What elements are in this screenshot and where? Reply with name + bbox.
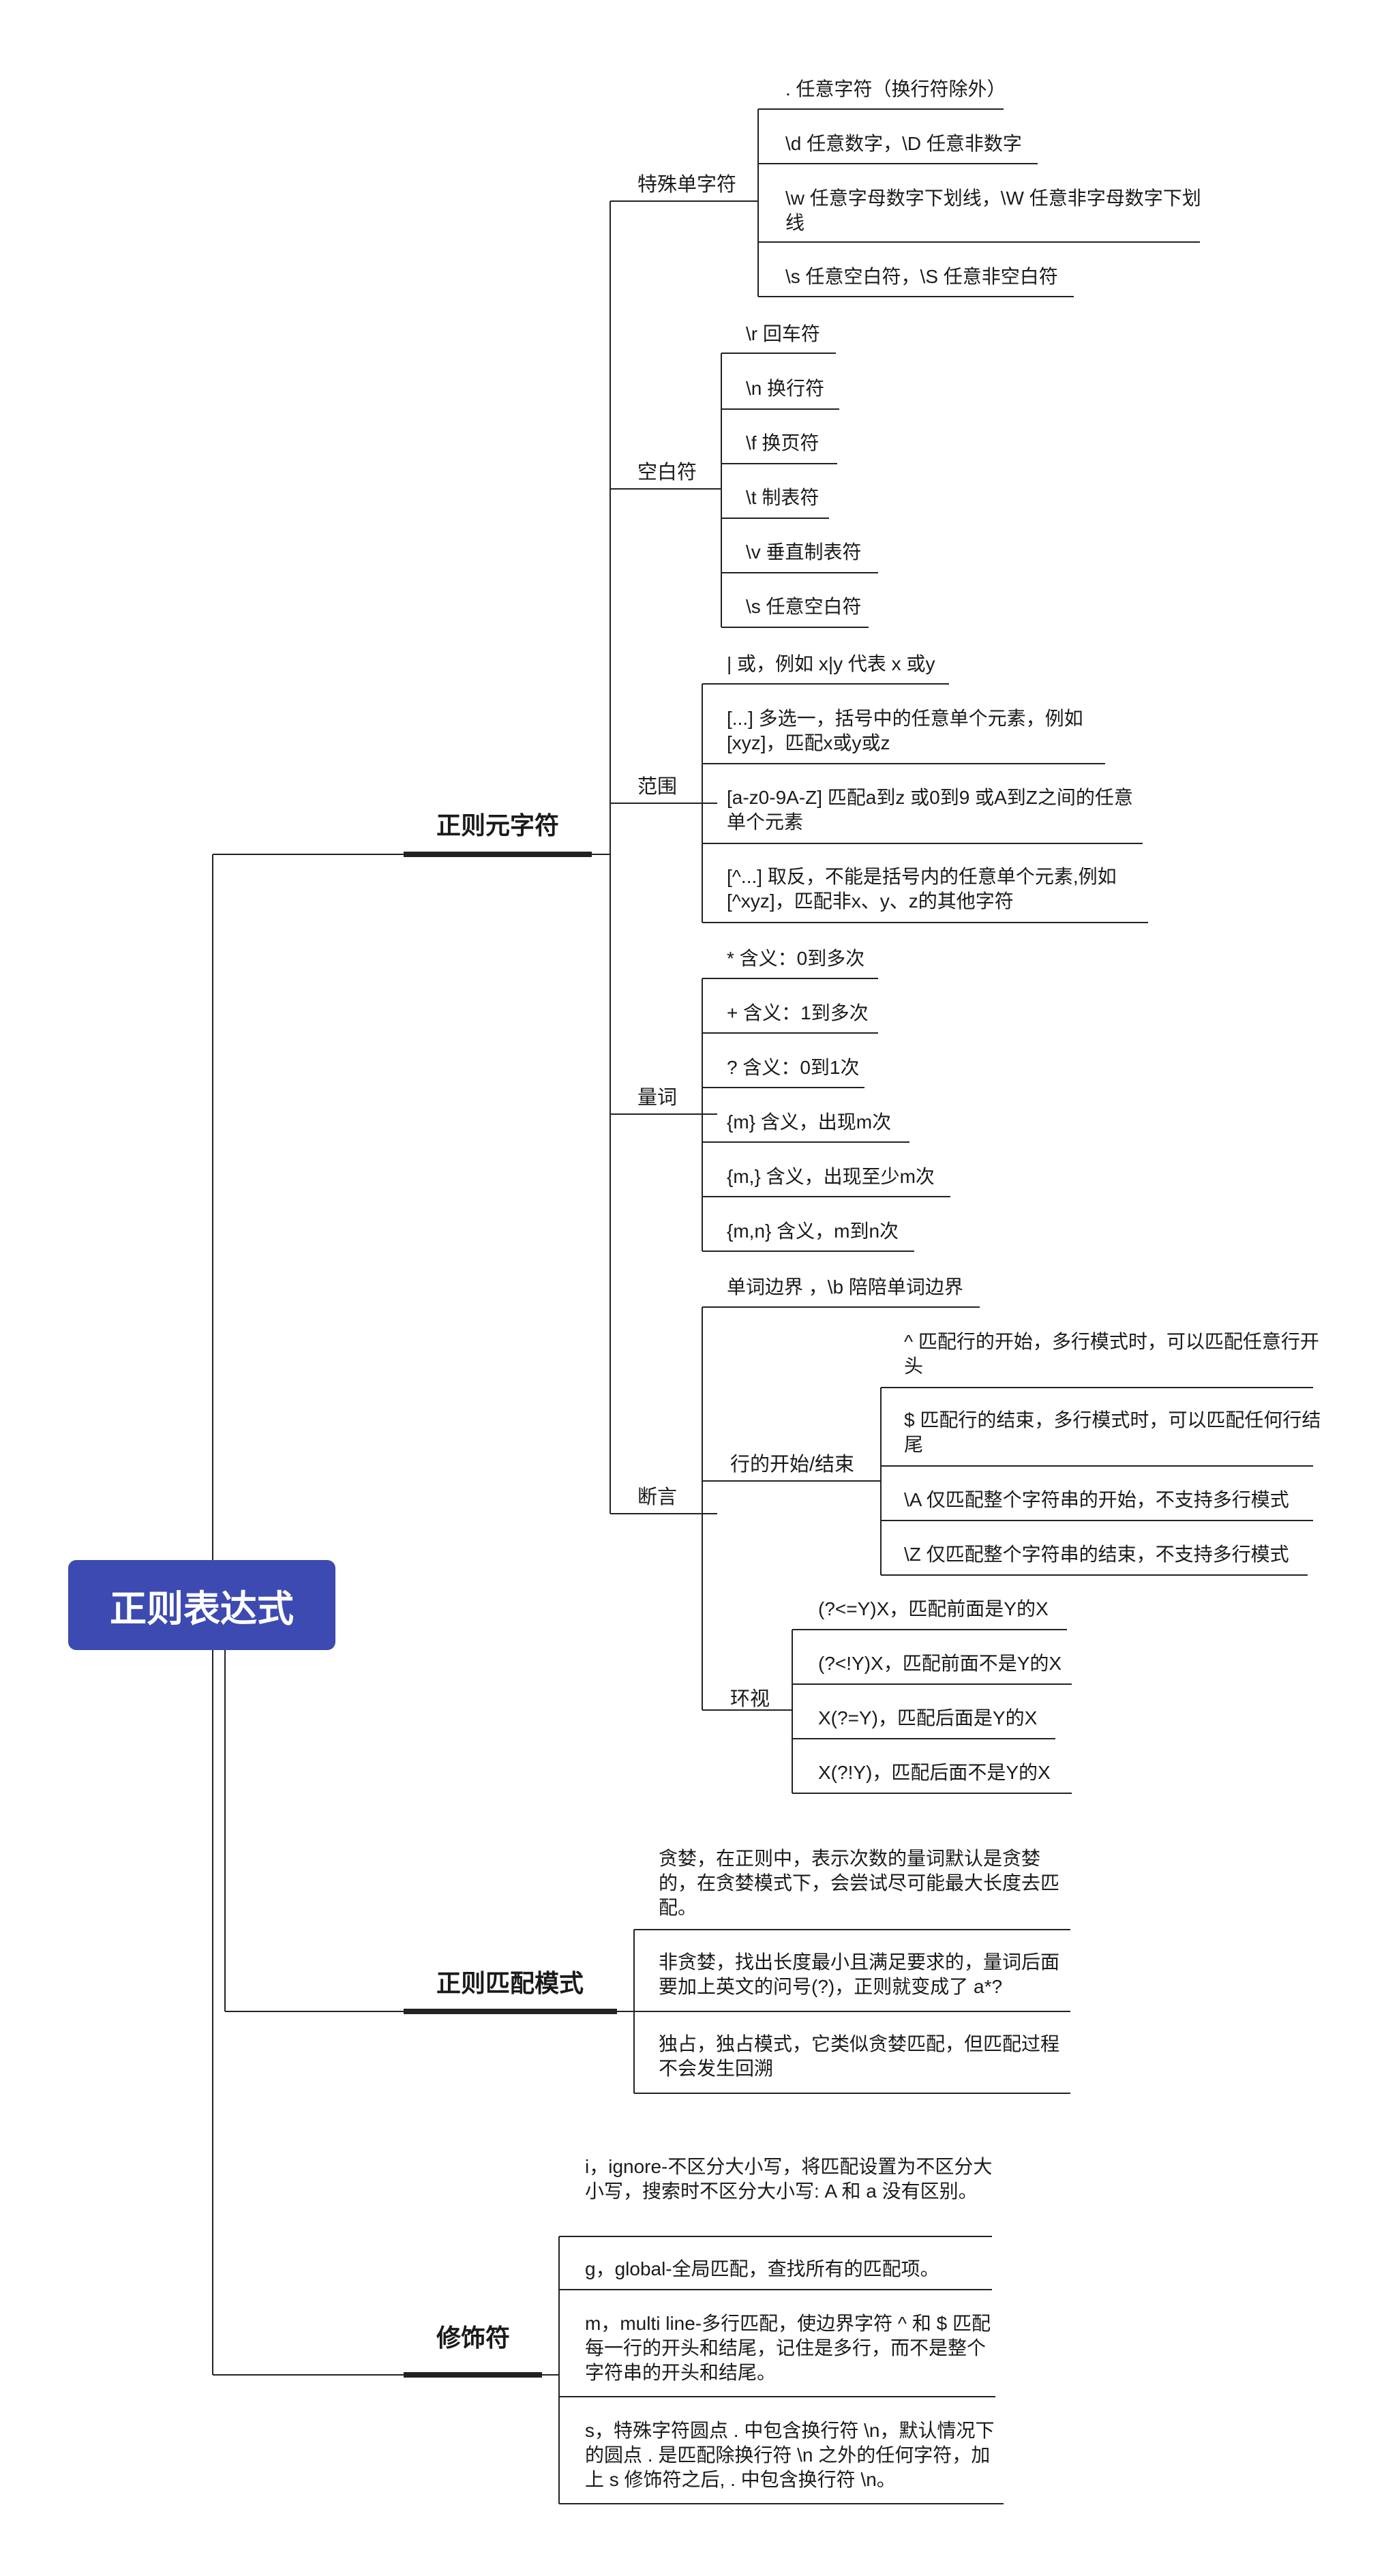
leaf-mode-2: 非贪婪，找出长度最小且满足要求的，量词后面要加上英文的问号(?)，正则就变成了 …	[659, 1951, 1060, 1997]
main-mod-label[interactable]: 修饰符	[436, 2324, 511, 2352]
leaf-mod-3: m，multi line-多行匹配，使边界字符 ^ 和 $ 匹配每一行的开头和结…	[585, 2313, 991, 2383]
leaf-quant-1: * 含义：0到多次	[727, 948, 865, 969]
leaf-assert-word: 单词边界 ，\b 陪陪单词边界	[727, 1276, 963, 1298]
sub-range-label[interactable]: 范围	[637, 776, 678, 798]
leaf-mode-1: 贪婪，在正则中，表示次数的量词默认是贪婪的，在贪婪模式下，会尝试尽可能最大长度去…	[659, 1848, 1060, 1918]
leaf-quant-3: ? 含义：0到1次	[727, 1057, 860, 1078]
leaf-lineb-2: $ 匹配行的结束，多行模式时，可以匹配任何行结尾	[904, 1409, 1321, 1455]
leaf-mode-3: 独占，独占模式，它类似贪婪匹配，但匹配过程不会发生回溯	[659, 2033, 1060, 2079]
leaf-quant-6: {m,n} 含义，m到n次	[727, 1220, 899, 1242]
leaf-range-2: [...] 多选一，括号中的任意单个元素，例如[xyz]，匹配x或y或z	[727, 708, 1083, 753]
leaf-quant-4: {m} 含义，出现m次	[727, 1111, 892, 1133]
leaf-special-4: \s 任意空白符，\S 任意非空白符	[785, 266, 1058, 287]
leaf-ws-5: \v 垂直制表符	[746, 541, 862, 563]
leaf-ws-1: \r 回车符	[746, 323, 820, 344]
sub-look-label[interactable]: 环视	[730, 1688, 770, 1710]
leaf-range-4: [^...] 取反，不能是括号内的任意单个元素,例如[^xyz]，匹配非x、y、…	[727, 866, 1117, 912]
leaf-ws-6: \s 任意空白符	[746, 596, 862, 617]
leaf-range-3: [a-z0-9A-Z] 匹配a到z 或0到9 或A到Z之间的任意单个元素	[727, 787, 1133, 833]
leaf-look-2: (?<!Y)X，匹配前面不是Y的X	[818, 1653, 1062, 1674]
leaf-mod-1: i，ignore-不区分大小写，将匹配设置为不区分大小写，搜索时不区分大小写: …	[585, 2156, 993, 2202]
leaf-lineb-1: ^ 匹配行的开始，多行模式时，可以匹配任意行开头	[904, 1331, 1319, 1377]
leaf-mod-4: s，特殊字符圆点 . 中包含换行符 \n，默认情况下的圆点 . 是匹配除换行符 …	[585, 2420, 995, 2490]
leaf-special-2: \d 任意数字，\D 任意非数字	[785, 133, 1022, 154]
leaf-look-3: X(?=Y)，匹配后面是Y的X	[818, 1707, 1038, 1728]
leaf-quant-2: + 含义：1到多次	[727, 1002, 869, 1023]
leaf-ws-3: \f 换页符	[746, 432, 819, 453]
sub-whitespace-label[interactable]: 空白符	[637, 462, 697, 483]
leaf-special-1: . 任意字符（换行符除外）	[785, 78, 1006, 100]
leaf-look-4: X(?!Y)，匹配后面不是Y的X	[818, 1762, 1051, 1783]
leaf-lineb-4: \Z 仅匹配整个字符串的结束，不支持多行模式	[904, 1544, 1289, 1565]
leaf-special-3: \w 任意字母数字下划线，\W 任意非字母数字下划线	[785, 188, 1201, 233]
leaf-ws-2: \n 换行符	[746, 378, 825, 399]
sub-special-label[interactable]: 特殊单字符	[637, 174, 737, 196]
root-node[interactable]: 正则表达式	[68, 1560, 335, 1650]
sub-assert-label[interactable]: 断言	[637, 1486, 678, 1508]
sub-lineb-label[interactable]: 行的开始/结束	[730, 1454, 855, 1476]
sub-quant-label[interactable]: 量词	[637, 1087, 678, 1109]
main-meta-label[interactable]: 正则元字符	[436, 811, 560, 839]
leaf-range-1: | 或，例如 x|y 代表 x 或y	[727, 653, 935, 674]
main-mode-label[interactable]: 正则匹配模式	[436, 1969, 584, 1997]
leaf-lineb-3: \A 仅匹配整个字符串的开始，不支持多行模式	[904, 1489, 1289, 1510]
leaf-ws-4: \t 制表符	[746, 487, 819, 508]
leaf-quant-5: {m,} 含义，出现至少m次	[727, 1166, 935, 1187]
leaf-look-1: (?<=Y)X，匹配前面是Y的X	[818, 1598, 1049, 1619]
leaf-mod-2: g，global-全局匹配，查找所有的匹配项。	[585, 2258, 939, 2279]
